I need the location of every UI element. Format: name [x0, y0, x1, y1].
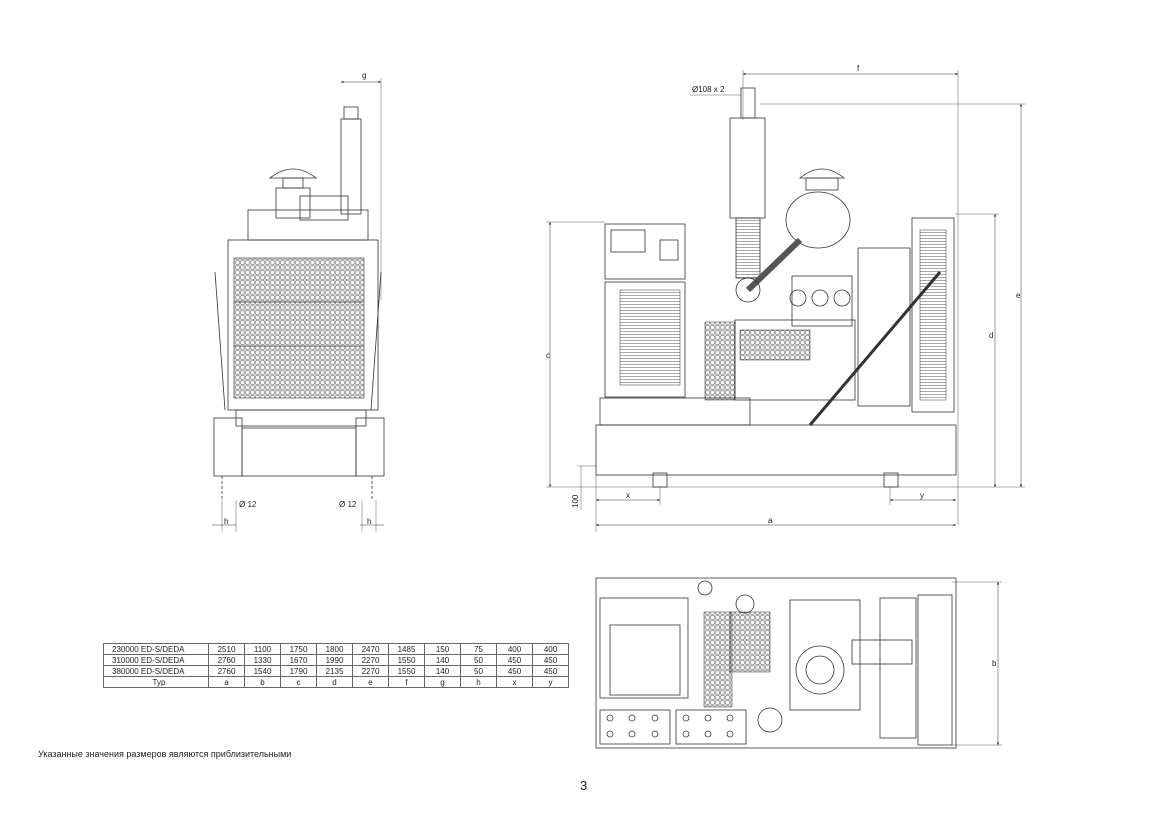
front-view [212, 78, 385, 532]
table-cell: 1540 [244, 665, 281, 677]
table-cell: 400 [496, 643, 533, 655]
table-header-cell: g [424, 676, 461, 688]
table-cell: 450 [496, 665, 533, 677]
table-header-cell: x [496, 676, 533, 688]
table-header-cell: d [316, 676, 353, 688]
table-cell: 1100 [244, 643, 281, 655]
dim-f-label: f [857, 64, 860, 73]
dim-e-label: e [1016, 291, 1021, 300]
dim-c-label: c [546, 351, 550, 360]
hole-label-left: Ø 12 [239, 500, 257, 509]
table-cell: 1670 [280, 654, 317, 666]
top-view [595, 577, 1002, 749]
dim-x-label: x [626, 491, 630, 500]
dim-h-right-label: h [367, 517, 371, 526]
dim-a-label: a [768, 516, 773, 525]
table-cell: 1750 [280, 643, 317, 655]
dim-y-label: y [920, 491, 924, 500]
table-cell: 2760 [208, 665, 245, 677]
table-cell-model: 310000 ED-S/DEDA [103, 654, 209, 666]
hole-label-right: Ø 12 [339, 500, 357, 509]
table-header-cell: b [244, 676, 281, 688]
table-cell: 2470 [352, 643, 389, 655]
dim-g-label: g [362, 71, 366, 80]
dimensions-table: 230000 ED-S/DEDA 2510 1100 1750 1800 247… [103, 643, 569, 688]
table-header-cell: e [352, 676, 389, 688]
dim-base-label: 100 [571, 494, 580, 508]
page-number: 3 [580, 778, 588, 793]
table-cell: 1790 [280, 665, 317, 677]
table-cell: 1330 [244, 654, 281, 666]
table-header-cell: a [208, 676, 245, 688]
side-view [546, 70, 1025, 532]
table-cell: 140 [424, 665, 461, 677]
dim-h-left-label: h [224, 517, 228, 526]
table-cell: 140 [424, 654, 461, 666]
table-header-cell: y [532, 676, 569, 688]
table-cell: 2135 [316, 665, 353, 677]
table-cell: 75 [460, 643, 497, 655]
approximate-dimensions-note: Указанные значения размеров являются при… [38, 749, 292, 759]
table-cell-model: 230000 ED-S/DEDA [103, 643, 209, 655]
table-cell: 50 [460, 665, 497, 677]
table-header-model: Typ [103, 676, 209, 688]
table-cell: 2270 [352, 654, 389, 666]
table-cell: 450 [532, 654, 569, 666]
table-cell: 2760 [208, 654, 245, 666]
table-cell: 1550 [388, 654, 425, 666]
table-row: 380000 ED-S/DEDA 2760 1540 1790 2135 227… [103, 665, 569, 677]
table-header-cell: c [280, 676, 317, 688]
table-cell: 2510 [208, 643, 245, 655]
dim-b-label: b [992, 659, 997, 668]
table-header-cell: h [460, 676, 497, 688]
table-cell: 1990 [316, 654, 353, 666]
table-row: 310000 ED-S/DEDA 2760 1330 1670 1990 227… [103, 654, 569, 666]
table-cell: 1800 [316, 643, 353, 655]
table-cell: 450 [532, 665, 569, 677]
dim-d-label: d [989, 331, 993, 340]
table-cell: 1485 [388, 643, 425, 655]
table-row: 230000 ED-S/DEDA 2510 1100 1750 1800 247… [103, 643, 569, 655]
table-cell: 150 [424, 643, 461, 655]
table-header-cell: f [388, 676, 425, 688]
table-cell-model: 380000 ED-S/DEDA [103, 665, 209, 677]
table-header-row: Typ a b c d e f g h x y [103, 676, 569, 688]
exhaust-label: Ø108 x 2 [692, 85, 725, 94]
table-cell: 2270 [352, 665, 389, 677]
table-cell: 1550 [388, 665, 425, 677]
table-cell: 450 [496, 654, 533, 666]
table-cell: 400 [532, 643, 569, 655]
table-cell: 50 [460, 654, 497, 666]
